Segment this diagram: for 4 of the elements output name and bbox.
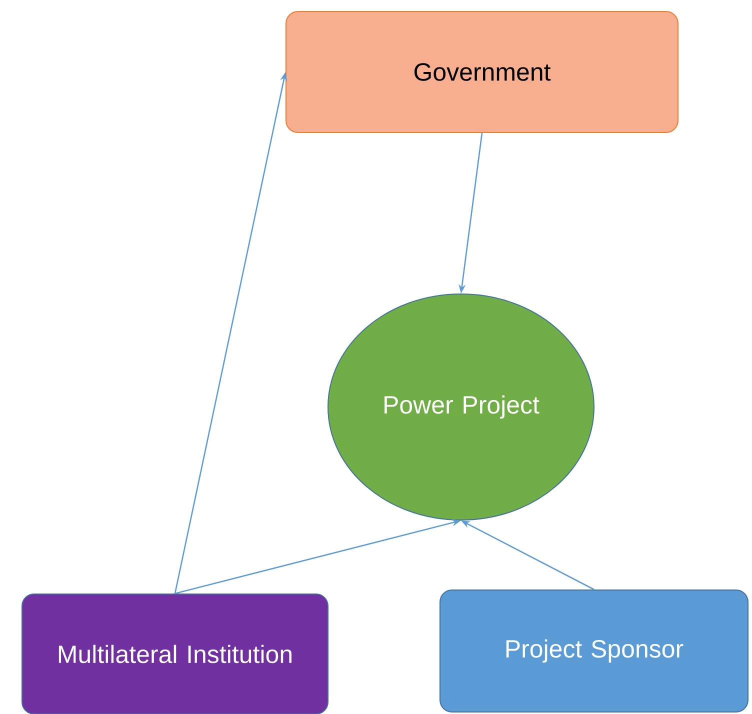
ellipse-node: Power Project	[328, 294, 594, 520]
rounded-box: Multilateral Institution	[22, 594, 328, 714]
rounded-box: Government	[286, 11, 678, 133]
rounded-box: Project Sponsor	[440, 590, 748, 712]
